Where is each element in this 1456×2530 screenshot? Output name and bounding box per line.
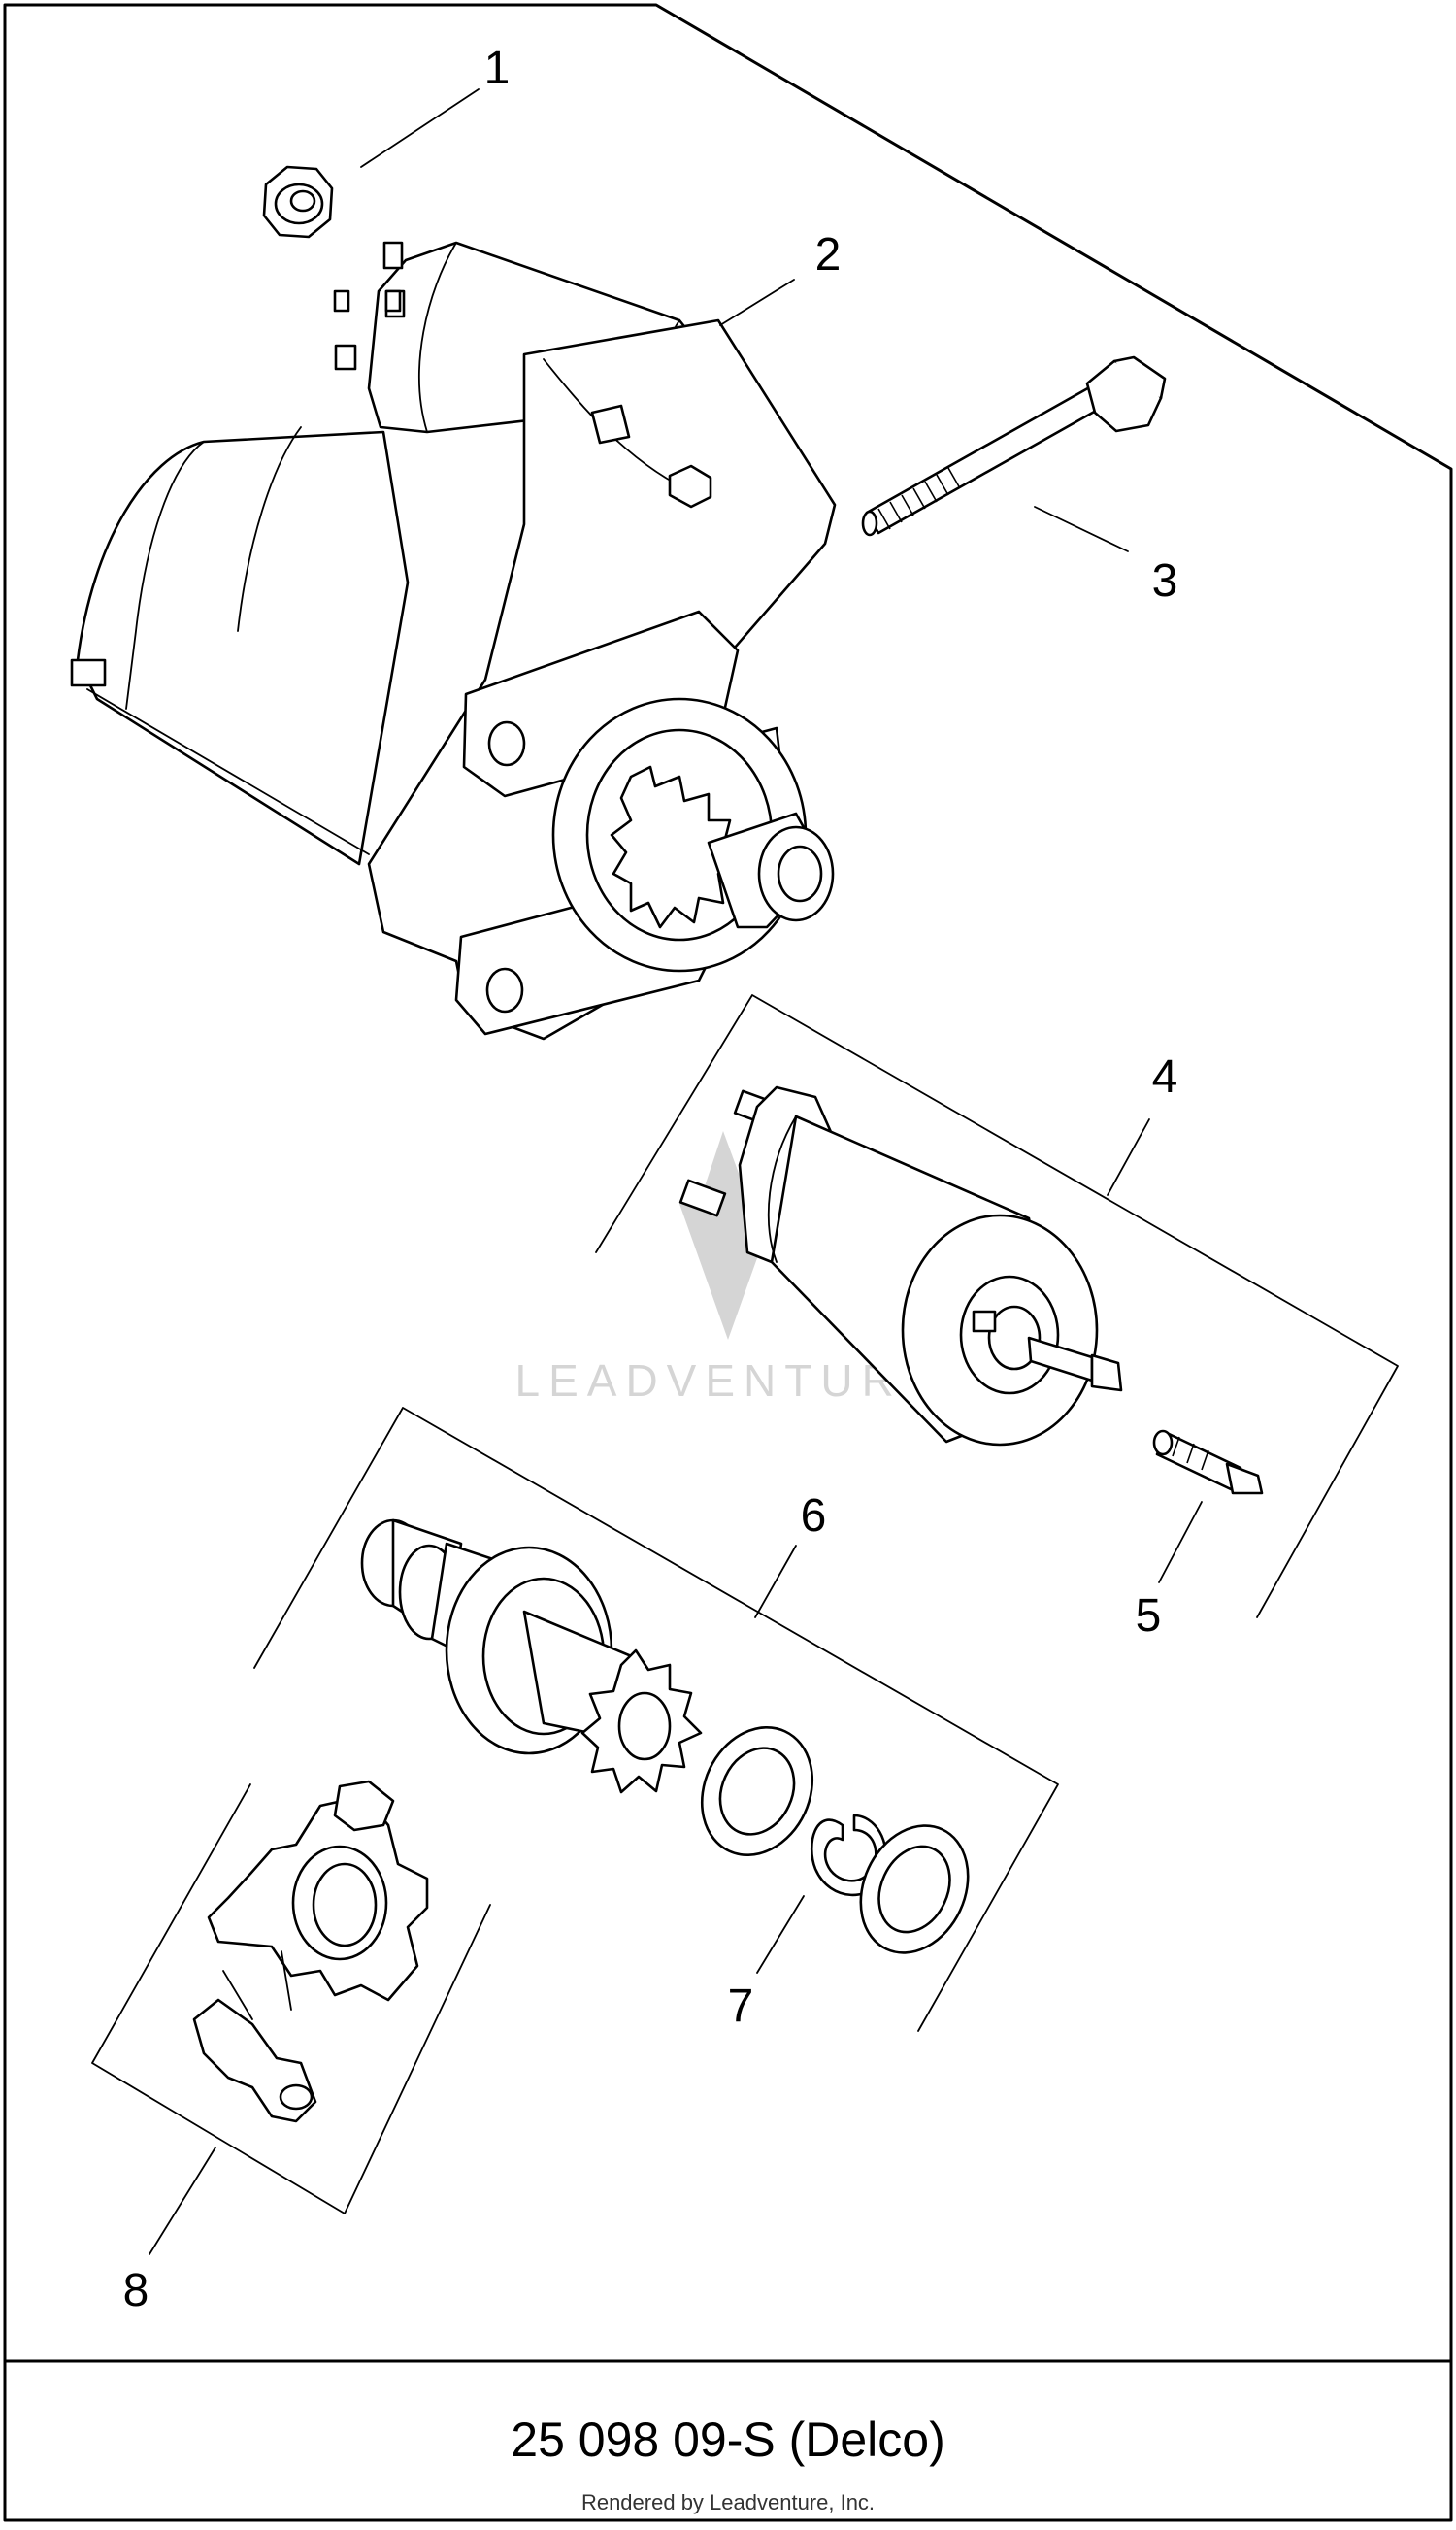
- leader-2: [719, 279, 795, 326]
- part-1-flange-nut[interactable]: [262, 165, 334, 239]
- part-4-solenoid[interactable]: [678, 1085, 1123, 1447]
- leader-7: [756, 1895, 805, 1974]
- callout-7[interactable]: 7: [728, 1981, 754, 2032]
- callout-2[interactable]: 2: [815, 229, 842, 281]
- part-8-shift-fork[interactable]: [192, 1780, 429, 2123]
- part-7-washer-outer[interactable]: [681, 1710, 832, 1874]
- callout-3[interactable]: 3: [1152, 555, 1178, 607]
- callout-6[interactable]: 6: [801, 1490, 827, 1542]
- diagram-title: 25 098 09-S (Delco): [511, 2413, 944, 2467]
- leader-1: [360, 88, 480, 168]
- part-6-drive-clutch[interactable]: [360, 1518, 703, 1794]
- leader-5: [1158, 1501, 1203, 1583]
- part-3-through-bolt[interactable]: [861, 355, 1167, 537]
- leader-4: [1107, 1118, 1150, 1196]
- callout-1[interactable]: 1: [484, 43, 511, 94]
- part-5-plunger-pin[interactable]: [1152, 1429, 1264, 1495]
- callout-4[interactable]: 4: [1152, 1051, 1178, 1103]
- kit-box-4-5: [595, 994, 1399, 1618]
- leader-8: [149, 2147, 216, 2255]
- kit-box-8: [91, 1783, 491, 2214]
- part-2-starter-motor[interactable]: [70, 241, 837, 1041]
- leader-6: [754, 1545, 797, 1618]
- part-7-washer-inner[interactable]: [841, 1808, 988, 1970]
- render-credit: Rendered by Leadventure, Inc.: [581, 2490, 875, 2514]
- diagram-frame: [3, 3, 1453, 2522]
- watermark-text: LEADVENTURE: [515, 1355, 942, 1406]
- callout-5[interactable]: 5: [1136, 1590, 1162, 1642]
- callout-8[interactable]: 8: [123, 2265, 149, 2316]
- kit-box-6-7: [253, 1407, 1059, 2032]
- leader-3: [1034, 506, 1129, 552]
- watermark: LEADVENTURE: [515, 1131, 942, 1406]
